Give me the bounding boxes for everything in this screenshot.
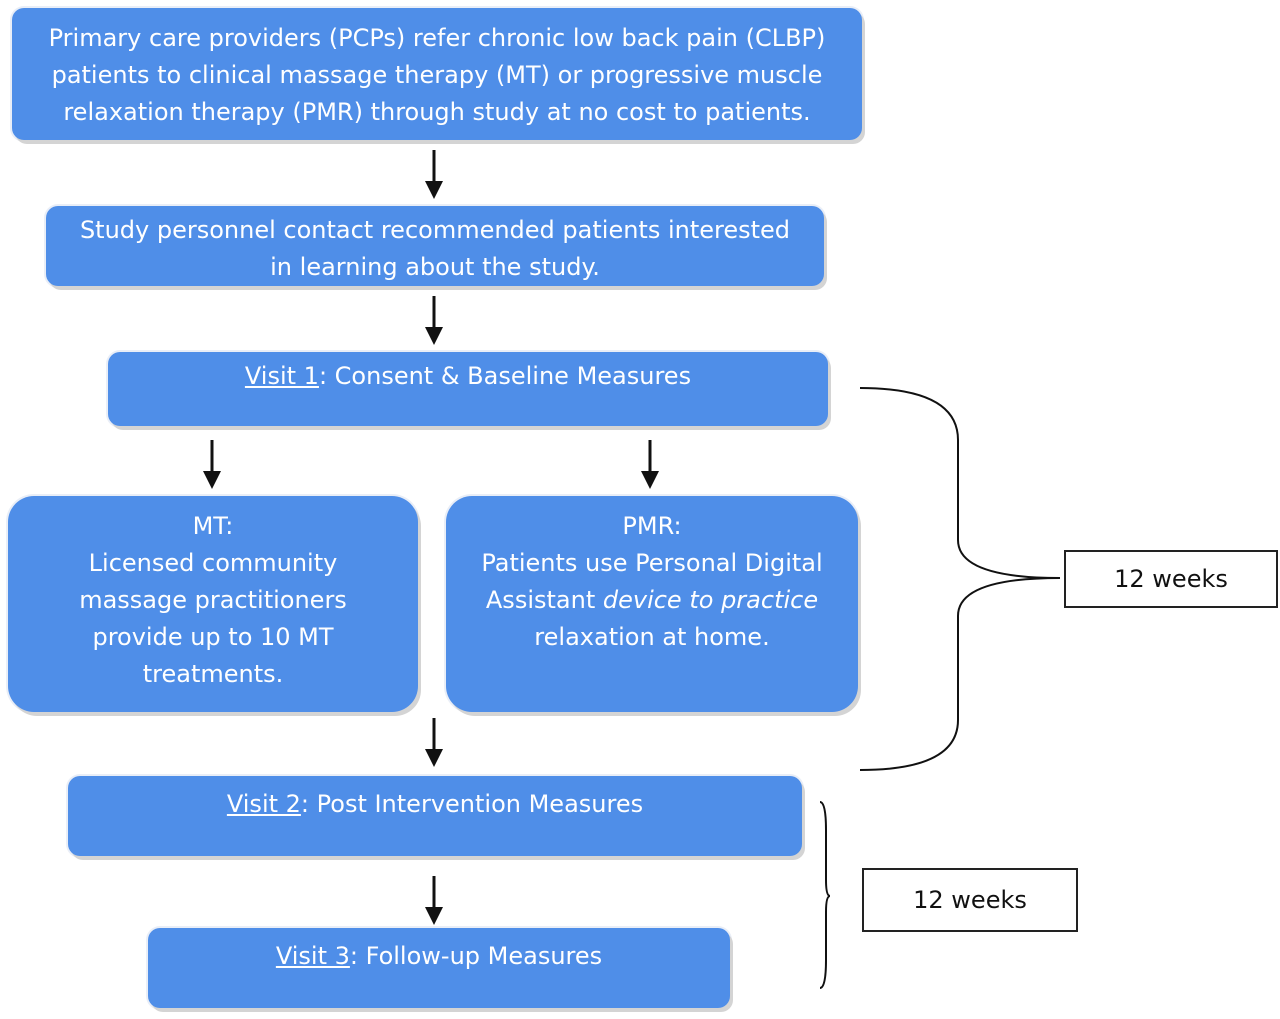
pmr-line-2-d: practice <box>721 586 819 614</box>
duration-label-top: 12 weeks <box>1064 550 1278 608</box>
visit1-link: Visit 1 <box>244 362 319 390</box>
referral-box: Primary care providers (PCPs) refer chro… <box>12 8 862 140</box>
visit2-box: Visit 2: Post Intervention Measures <box>68 776 802 856</box>
visit1-line: Visit 1: Consent & Baseline Measures <box>245 358 691 395</box>
mt-line-2: massage practitioners <box>79 586 347 614</box>
pmr-line-2: Assistant device to practice <box>486 582 818 619</box>
brace-top <box>859 387 1061 771</box>
mt-title: MT: <box>192 512 234 540</box>
pmr-line-2-b: device <box>602 586 682 614</box>
pmr-title: PMR: <box>622 512 682 540</box>
pmr-line-3: relaxation at home. <box>534 623 770 651</box>
visit3-line: Visit 3: Follow-up Measures <box>276 938 602 975</box>
pmr-line-2-c: to <box>681 586 722 614</box>
brace-bottom <box>819 801 831 989</box>
visit1-text: : Consent & Baseline Measures <box>318 362 692 390</box>
visit2-line: Visit 2: Post Intervention Measures <box>227 786 643 823</box>
mt-line-1: Licensed community <box>88 549 338 577</box>
contact-line-1: Study personnel contact recommended pati… <box>79 216 791 244</box>
visit3-box: Visit 3: Follow-up Measures <box>148 928 730 1008</box>
pmr-line-1: Patients use Personal Digital <box>481 549 823 577</box>
referral-line-3: relaxation therapy (PMR) through study a… <box>63 98 811 126</box>
referral-line-2: patients to clinical massage therapy (MT… <box>51 61 823 89</box>
pmr-box: PMR: Patients use Personal Digital Assis… <box>446 496 858 712</box>
mt-line-3: provide up to 10 MT <box>92 623 334 651</box>
contact-line-2: in learning about the study. <box>270 253 600 281</box>
visit2-text: : Post Intervention Measures <box>300 790 644 818</box>
pmr-line-2-a: Assistant <box>485 586 603 614</box>
referral-line-1: Primary care providers (PCPs) refer chro… <box>48 24 826 52</box>
visit2-link: Visit 2 <box>226 790 301 818</box>
duration-label-bottom: 12 weeks <box>862 868 1078 932</box>
visit3-link: Visit 3 <box>275 942 350 970</box>
contact-box: Study personnel contact recommended pati… <box>46 206 824 286</box>
mt-line-4: treatments. <box>142 660 284 688</box>
mt-box: MT: Licensed community massage practitio… <box>8 496 418 712</box>
visit1-box: Visit 1: Consent & Baseline Measures <box>108 352 828 426</box>
visit3-text: : Follow-up Measures <box>349 942 603 970</box>
